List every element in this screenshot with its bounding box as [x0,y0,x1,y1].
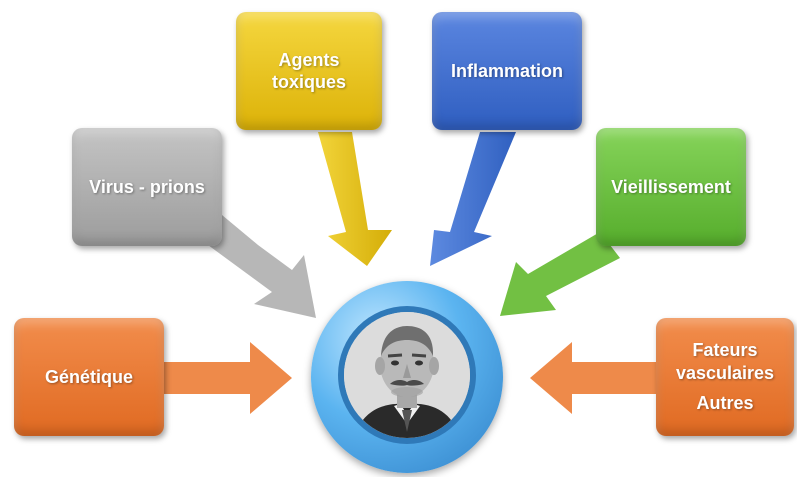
agents-arrow [318,132,392,266]
fateurs-label-line3: Autres [696,393,754,414]
vieillissement-box: Vieillissement [596,128,746,246]
inflammation-arrow [430,132,516,266]
virus-arrow [208,215,316,318]
vieillissement-arrow [500,232,620,316]
vieillissement-label: Vieillissement [611,176,731,197]
portrait-illustration [344,312,470,438]
portrait-photo [344,312,470,438]
virus-prions-box: Virus - prions [72,128,222,246]
inflammation-box: Inflammation [432,12,582,130]
fateurs-arrow [530,342,658,414]
genetique-arrow [164,342,292,414]
genetique-box: Génétique [14,318,164,436]
fateurs-label-line2: vasculaires [675,362,775,383]
fateurs-label-line1: Fateurs [692,340,758,361]
fateurs-vasculaires-box: Fateurs vasculaires Autres [656,318,794,436]
inflammation-label: Inflammation [450,60,563,81]
genetique-label: Génétique [44,366,133,387]
agents-toxiques-box: Agents toxiques [236,12,382,130]
virus-prions-label: Virus - prions [89,176,205,197]
agents-toxiques-label: Agents toxiques [271,49,346,93]
